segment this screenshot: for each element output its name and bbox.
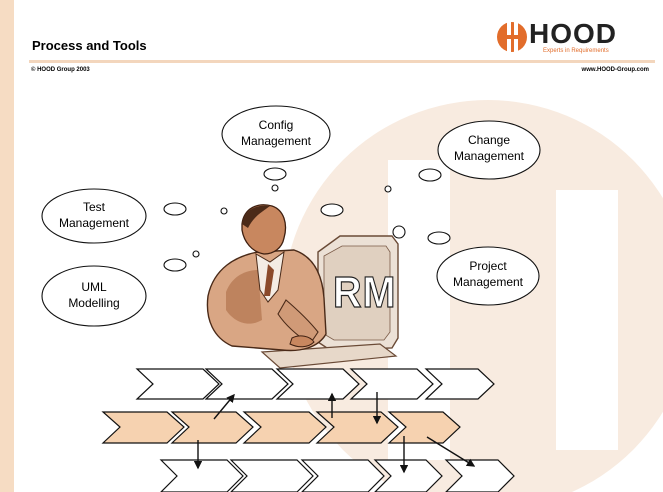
bubble-label-uml: UML Modelling: [68, 280, 120, 310]
logo-wordmark: HOOD: [529, 18, 617, 49]
arrow-mid-to-bot-3: [426, 436, 476, 467]
chevron-bot-4: [373, 459, 443, 492]
left-color-band: [0, 0, 14, 492]
bubble-label-project: Project Management: [452, 259, 524, 289]
chevron-top-5: [424, 368, 495, 400]
chevron-top-3: [275, 368, 360, 400]
logo-tagline: Experts in Requirements: [543, 48, 609, 54]
chevron-top-1: [135, 368, 220, 400]
chevron-mid-1: [101, 411, 185, 444]
chevron-bot-3: [300, 459, 385, 492]
chevron-mid-2: [170, 411, 254, 444]
hood-logo: HOOD Experts in Requirements: [496, 18, 642, 55]
copyright-notice: © HOOD Group 2003: [31, 67, 90, 73]
bubble-change: [437, 120, 541, 180]
chevron-mid-3: [242, 411, 327, 444]
header-bar: [14, 0, 663, 90]
chevron-mid-5: [387, 411, 461, 444]
title-divider: [29, 60, 655, 63]
bubble-config: [221, 105, 331, 163]
chevron-mid-4: [315, 411, 399, 444]
chevron-bot-2: [229, 459, 314, 492]
bubble-uml: [41, 265, 147, 327]
chevron-bot-5: [444, 459, 515, 492]
page-title: Process and Tools: [32, 38, 147, 53]
bubble-label-change: Change Management: [453, 133, 525, 163]
bubble-test: [41, 188, 147, 244]
bubble-project: [436, 246, 540, 306]
rm-label: RM: [332, 267, 397, 317]
bubble-label-config: Config Management: [240, 118, 312, 148]
chevron-top-4: [349, 368, 434, 400]
chevron-bot-1: [159, 459, 244, 492]
bubble-label-test: Test Management: [58, 200, 130, 230]
hood-logo-icon: [497, 22, 527, 52]
arrow-mid-to-top-1: [213, 393, 235, 420]
website-url: www.HOOD-Group.com: [581, 67, 649, 73]
chevron-top-2: [204, 368, 289, 400]
